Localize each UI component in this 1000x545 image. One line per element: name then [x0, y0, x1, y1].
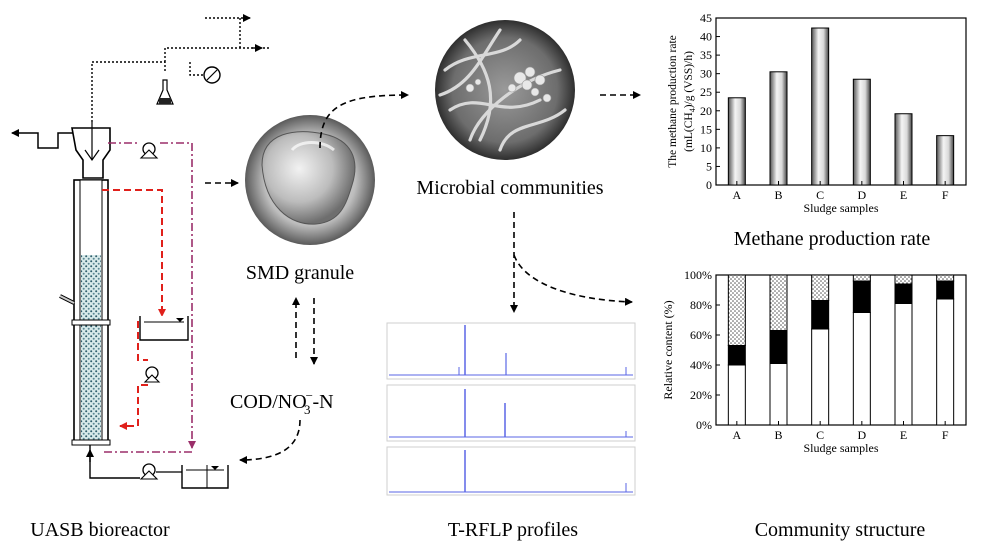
x-tick-label: B — [774, 428, 782, 442]
recycle-tank-icon — [139, 316, 189, 341]
bar — [894, 113, 913, 186]
bar — [852, 78, 871, 186]
arrow-cod-to-reactor — [239, 419, 301, 464]
stacked-bar-segment — [769, 330, 788, 364]
x-tick-label: F — [942, 188, 949, 202]
stacked-bar-segment — [727, 345, 746, 366]
y-tick-label: 0 — [706, 178, 712, 192]
trflp-panel — [386, 384, 636, 442]
stacked-bar-segment — [811, 274, 830, 301]
y-tick-label: 0% — [696, 418, 712, 432]
stacked-bar-segment — [936, 274, 955, 282]
effluent-recycle-line — [160, 142, 196, 449]
microbial-sem-image — [435, 20, 575, 160]
gas-line — [91, 47, 270, 122]
stacked-bar-segment — [852, 312, 871, 426]
effluent-outlet — [11, 129, 76, 149]
stacked-bar-segment — [852, 280, 871, 313]
stacked-bar-segment — [936, 298, 955, 426]
bar — [936, 135, 955, 186]
y-tick-label: 60% — [690, 328, 712, 342]
y-axis-label: Relative content (%) — [661, 300, 675, 399]
x-tick-label: E — [900, 428, 907, 442]
x-tick-label: B — [774, 188, 782, 202]
y-tick-label: 25 — [700, 85, 712, 99]
arrow-granule-to-microbial — [319, 91, 409, 149]
cod-label: COD/NO−3-N — [230, 388, 334, 417]
bar — [727, 97, 746, 186]
methane-title: Methane production rate — [734, 228, 931, 250]
methane-chart: 0 5 10 15 20 25 30 35 40 45A B C D E F Sludge samples Th… — [667, 11, 967, 215]
stacked-bar-segment — [727, 274, 746, 346]
stacked-bar-segment — [894, 283, 913, 304]
feed-pump-icon — [139, 463, 159, 480]
trflp-profiles — [386, 322, 636, 496]
plot-frame — [715, 274, 967, 426]
stacked-bar-segment — [936, 280, 955, 300]
x-axis-label: Sludge samples — [804, 201, 879, 215]
granule-label: SMD granule — [246, 262, 354, 284]
y-tick-label: 5 — [706, 159, 712, 173]
bar — [769, 71, 788, 186]
y-axis-unit: (mL(CH4)/g (VSS)/h) — [683, 51, 697, 152]
y-tick-label: 30 — [700, 67, 712, 81]
uasb-reactor — [11, 14, 270, 489]
recycle-pump-icon — [143, 366, 161, 383]
uasb-label: UASB bioreactor — [30, 519, 170, 541]
bar — [811, 27, 830, 186]
stacked-bar-segment — [769, 363, 788, 426]
x-tick-label: D — [857, 188, 866, 202]
plot-frame — [715, 17, 967, 186]
three-phase-separator — [71, 127, 111, 179]
x-tick-label: E — [900, 188, 907, 202]
y-tick-label: 35 — [700, 48, 712, 62]
gas-flask-icon — [156, 79, 174, 105]
y-axis-label: The methane production rate — [667, 35, 679, 168]
microbial-label: Microbial communities — [416, 177, 603, 199]
stacked-bar-segment — [811, 300, 830, 330]
y-tick-label: 80% — [690, 298, 712, 312]
y-tick-label: 15 — [700, 122, 712, 136]
y-tick-label: 20 — [700, 104, 712, 118]
x-tick-label: D — [857, 428, 866, 442]
community-title: Community structure — [755, 519, 926, 541]
community-chart: 0% 20% 40% 60% 80% 100% A B C D E F Sludge samples Re… — [661, 268, 967, 455]
y-tick-label: 40% — [690, 358, 712, 372]
x-axis-label: Sludge samples — [804, 441, 879, 455]
x-tick-label: C — [816, 188, 824, 202]
trflp-panel — [386, 322, 636, 380]
arrow-microbial-to-community — [513, 254, 633, 306]
y-tick-label: 20% — [690, 388, 712, 402]
y-tick-label: 40 — [700, 30, 712, 44]
x-tick-label: A — [732, 188, 741, 202]
y-tick-label: 45 — [700, 11, 712, 25]
stacked-bar-segment — [727, 364, 746, 426]
stacked-bar-segment — [852, 274, 871, 282]
stacked-bar-segment — [811, 328, 830, 426]
feed-tank-icon — [181, 465, 229, 489]
x-tick-label: A — [732, 428, 741, 442]
gas-meter-icon — [203, 66, 221, 84]
y-tick-label: 100% — [684, 268, 712, 282]
granule-image — [245, 115, 375, 245]
stacked-bar-segment — [894, 274, 913, 285]
stacked-bar-segment — [769, 274, 788, 331]
x-tick-label: C — [816, 428, 824, 442]
stacked-bar-segment — [894, 303, 913, 426]
trflp-panel — [386, 446, 636, 496]
top-pump-icon — [139, 142, 159, 159]
sludge-bed — [81, 255, 101, 441]
x-tick-label: F — [942, 428, 949, 442]
trflp-label: T-RFLP profiles — [448, 519, 578, 541]
recycle-line — [102, 189, 166, 317]
y-tick-label: 10 — [700, 141, 712, 155]
